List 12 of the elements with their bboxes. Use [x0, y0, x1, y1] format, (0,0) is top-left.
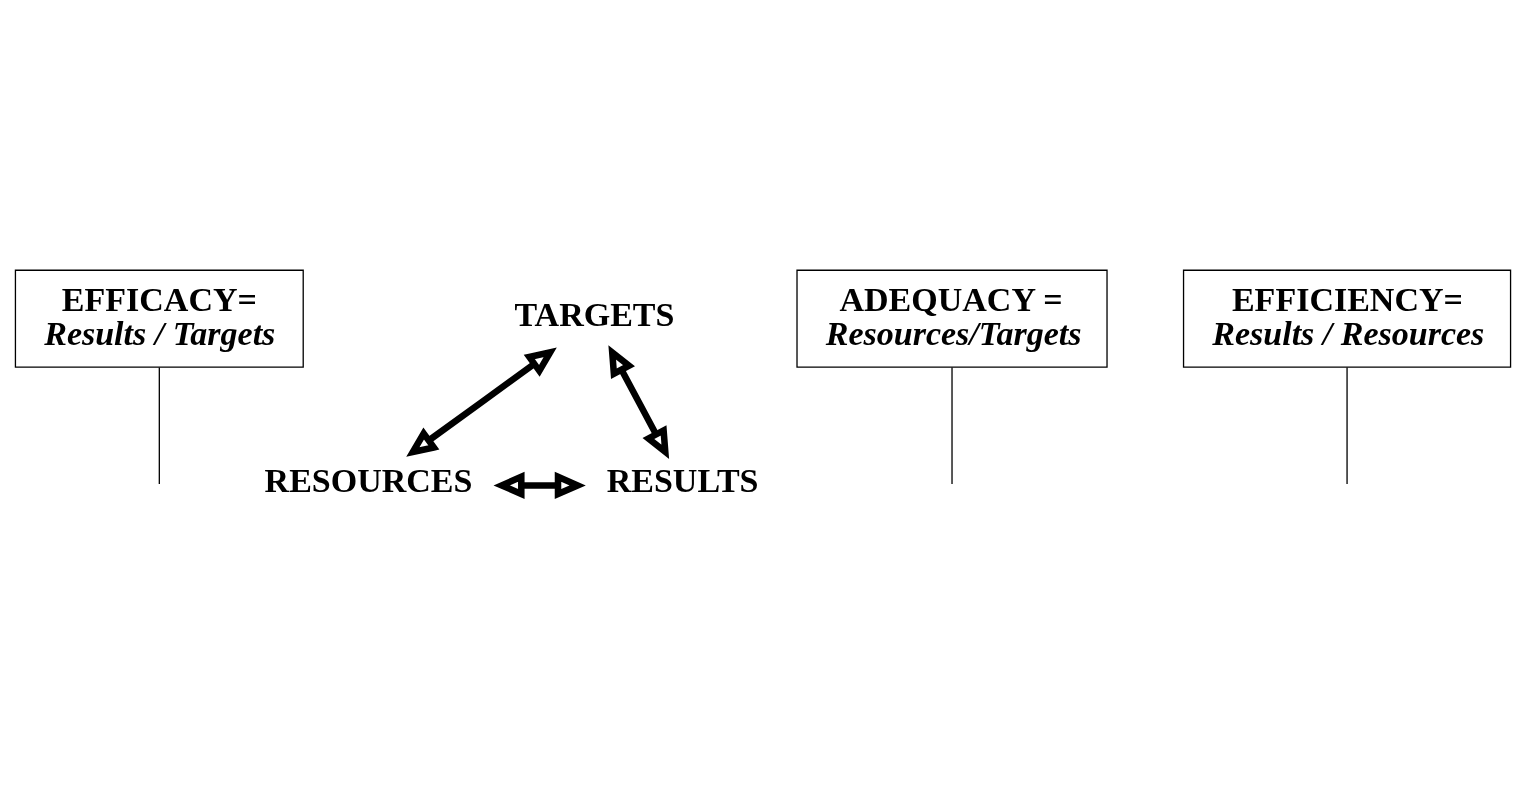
node-text: RESOURCES: [264, 462, 473, 500]
node-box: EFFICIENCY= Results / Resources: [1182, 269, 1512, 368]
connector: [951, 366, 953, 485]
node-text: TARGETS: [514, 295, 675, 333]
arrow: [493, 471, 586, 499]
connector: [158, 366, 160, 485]
arrow: [406, 347, 557, 457]
node-text: RESULTS: [606, 462, 759, 500]
node-box: ADEQUACY = Resources/Targets: [796, 269, 1108, 368]
arrow: [608, 345, 670, 459]
connector: [1346, 366, 1348, 485]
node-box: EFFICACY= Results / Targets: [14, 269, 304, 368]
